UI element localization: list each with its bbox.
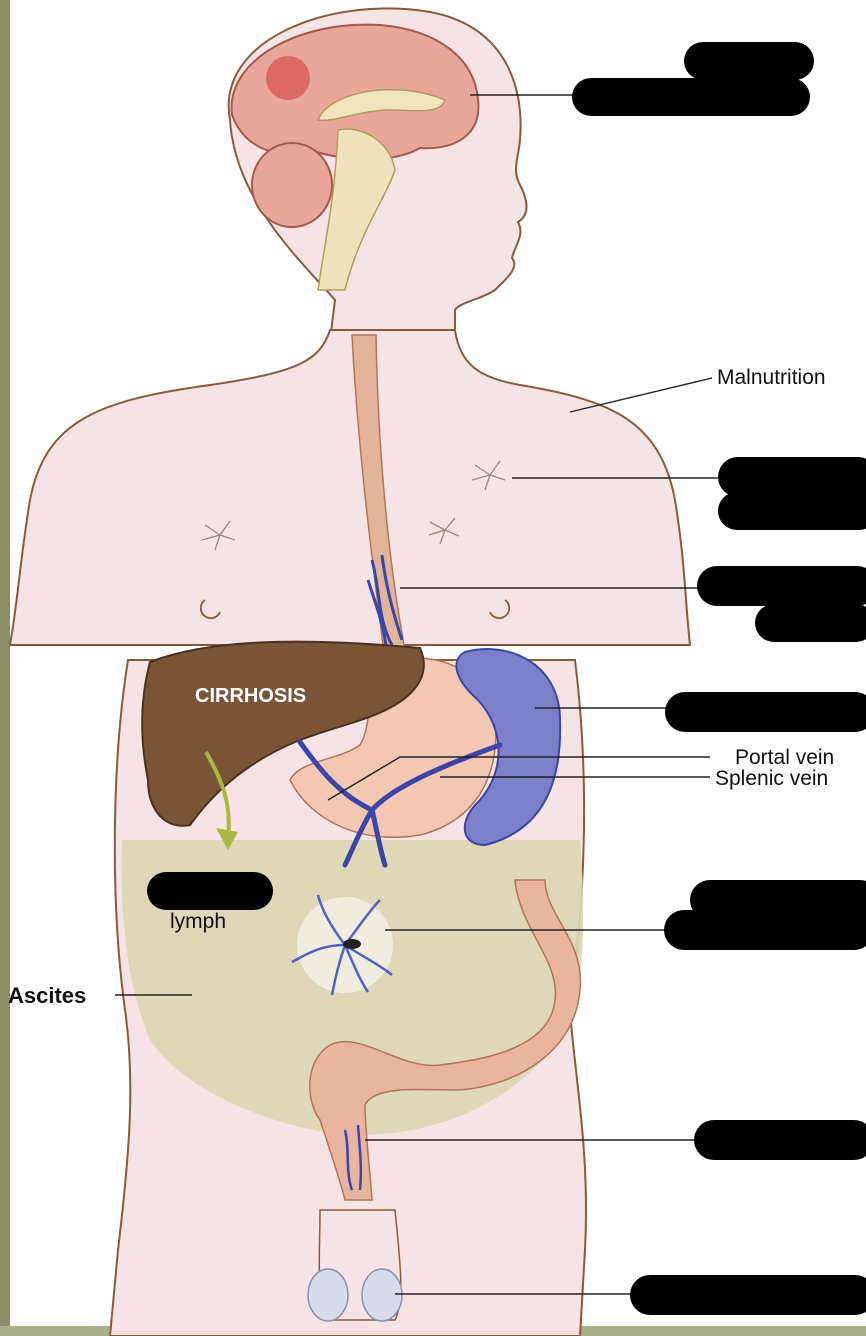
testis-right [361,1268,403,1322]
left-frame-strip [0,0,10,1336]
corpus-callosum [316,88,446,121]
testis-left [307,1268,349,1322]
lymph-arrow [204,751,231,839]
redaction-masks [147,42,866,1315]
esophageal-varices [366,554,404,646]
label-malnutrition: Malnutrition [717,366,826,389]
label-splenic-vein: Splenic vein [715,767,828,790]
mask-spleen-label [665,692,866,732]
torso [8,329,692,646]
mask-caput-label [664,910,866,950]
mask-esophageal-label-2 [755,604,866,642]
mask-caput-label-top [690,880,866,920]
mask-spider-label [718,492,866,530]
cirrhosis-label: CIRRHOSIS [195,685,306,707]
brainstem [317,128,396,291]
label-ascites: Ascites [8,983,86,1008]
mask-esophageal-label [697,566,866,606]
brain-hotspot [266,56,310,100]
mask-brain-label [572,78,810,116]
nipple-right [489,599,511,620]
label-portal-vein: Portal vein [735,746,834,769]
leader-lines [115,94,720,1295]
portal-venous-system [297,739,503,868]
lymph-arrow-head [216,828,238,850]
nipple-left [199,599,221,620]
spleen [455,648,562,847]
liver [141,640,425,827]
mask-lymph-label [147,872,273,910]
brain [230,23,480,291]
label-lymph: lymph [170,910,226,933]
mask-testicular-label [630,1275,866,1315]
caput-medusae [291,894,393,996]
mask-hemorrhoids-label [694,1120,866,1160]
cerebellum [251,142,333,228]
mask-brain-label-top [684,42,814,80]
mask-spider-label-top [718,457,866,497]
colon [309,879,582,1201]
spider-angiomas [201,460,506,551]
